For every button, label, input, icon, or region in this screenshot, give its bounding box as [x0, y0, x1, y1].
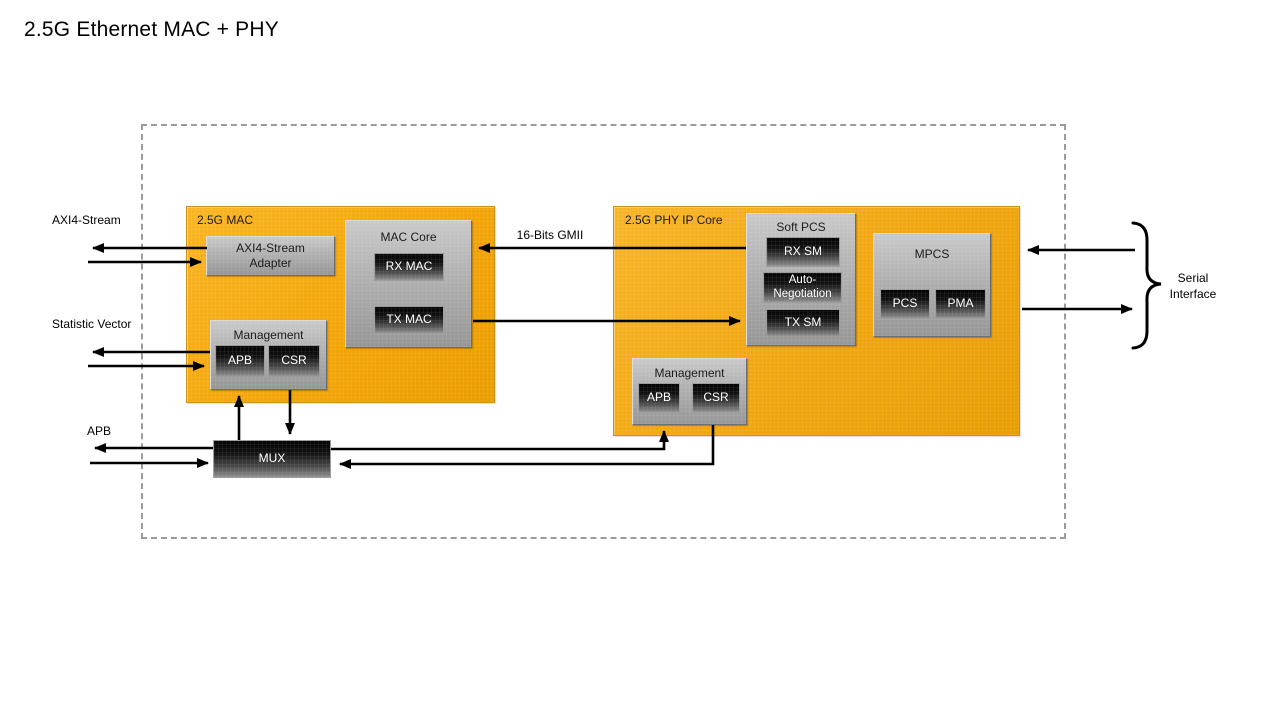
tx-sm-box: TX SM [766, 309, 840, 337]
pcs-label: PCS [892, 296, 918, 311]
tx-sm-label: TX SM [784, 315, 822, 330]
mac-csr-box: CSR [268, 345, 320, 377]
mpcs-title: MPCS [914, 247, 950, 261]
auto-negotiation-box: Auto-Negotiation [763, 272, 842, 303]
axi4-stream-interface-label: AXI4-Stream [52, 213, 121, 227]
system-boundary [141, 124, 1066, 539]
phy-csr-label: CSR [703, 390, 729, 405]
phy-management-title: Management [654, 366, 725, 380]
mac-block-title: 2.5G MAC [197, 213, 254, 227]
serial-interface-label: Serial Interface [1169, 271, 1217, 301]
mac-management-title: Management [233, 328, 304, 342]
rx-sm-label: RX SM [783, 244, 822, 259]
page-title: 2.5G Ethernet MAC + PHY [24, 18, 279, 41]
phy-apb-label: APB [646, 390, 671, 405]
statistic-vector-interface-label: Statistic Vector [52, 317, 132, 331]
mac-apb-label: APB [227, 353, 252, 368]
axi4-stream-adapter-label: AXI4-Stream Adapter [236, 241, 305, 270]
mac-core-box: MAC Core [345, 220, 472, 348]
mac-csr-label: CSR [281, 353, 307, 368]
axi4-stream-adapter-box: AXI4-Stream Adapter [206, 236, 335, 276]
rx-mac-label: RX MAC [385, 259, 433, 274]
pma-label: PMA [947, 296, 974, 311]
pma-box: PMA [935, 289, 986, 319]
mac-apb-box: APB [215, 345, 265, 377]
phy-block-title: 2.5G PHY IP Core [625, 213, 723, 227]
apb-interface-label: APB [87, 424, 112, 438]
serial-interface-brace [1131, 221, 1162, 350]
mac-core-title: MAC Core [380, 230, 437, 244]
tx-mac-box: TX MAC [374, 306, 444, 334]
rx-mac-box: RX MAC [374, 253, 444, 281]
rx-sm-box: RX SM [766, 237, 840, 267]
phy-csr-box: CSR [692, 383, 740, 413]
mux-box: MUX [213, 440, 331, 478]
mpcs-box: MPCS [873, 233, 991, 337]
mux-label: MUX [258, 451, 286, 466]
soft-pcs-title: Soft PCS [776, 220, 826, 234]
pcs-box: PCS [880, 289, 930, 319]
auto-negotiation-label: Auto-Negotiation [773, 274, 832, 300]
gmii-wire-label: 16-Bits GMII [516, 228, 584, 242]
phy-apb-box: APB [638, 383, 680, 413]
tx-mac-label: TX MAC [386, 312, 432, 327]
